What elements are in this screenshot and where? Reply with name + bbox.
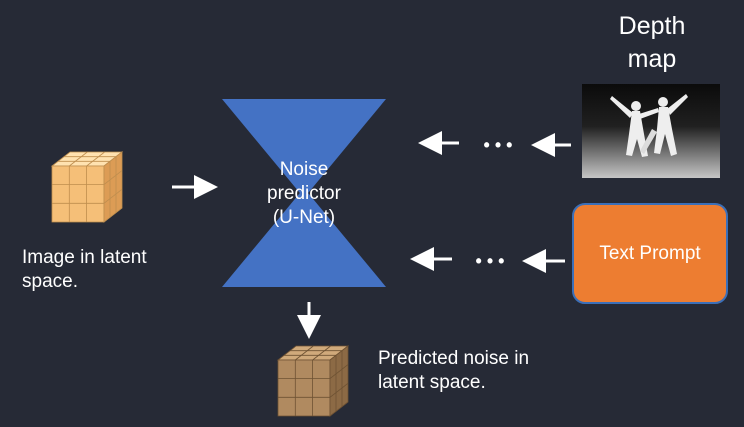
predicted-noise-caption: Predicted noise in latent space. bbox=[378, 347, 529, 396]
predicted-noise-caption-line1: Predicted noise in bbox=[378, 348, 530, 369]
input-image-caption-line1: Image in latent bbox=[22, 247, 147, 268]
text-prompt-label: Text Prompt bbox=[599, 242, 701, 264]
input-image-caption: Image in latent space. bbox=[22, 246, 147, 295]
unet-label-line1: Noise bbox=[279, 159, 329, 180]
input-image-caption-line2: space. bbox=[22, 271, 78, 293]
depth-map-title-line1: Depth bbox=[618, 12, 686, 40]
text-prompt-box: Text Prompt bbox=[572, 203, 728, 304]
depth-map-image bbox=[582, 84, 720, 178]
unet-label-line3: (U-Net) bbox=[272, 206, 336, 228]
predicted-noise-cube-icon bbox=[276, 345, 350, 417]
depth-map-title: Depth map bbox=[590, 10, 714, 75]
unet-label-line2: predictor bbox=[267, 182, 341, 204]
input-latent-cube-icon bbox=[50, 151, 124, 223]
unet-label: Noise predictor (U-Net) bbox=[226, 158, 382, 229]
unet-shape bbox=[222, 99, 386, 287]
predicted-noise-caption-line2: latent space. bbox=[378, 372, 486, 394]
ellipsis-upper: • • • bbox=[484, 135, 513, 155]
ellipsis-lower: • • • bbox=[476, 251, 505, 271]
depth-map-title-line2: map bbox=[627, 44, 677, 73]
